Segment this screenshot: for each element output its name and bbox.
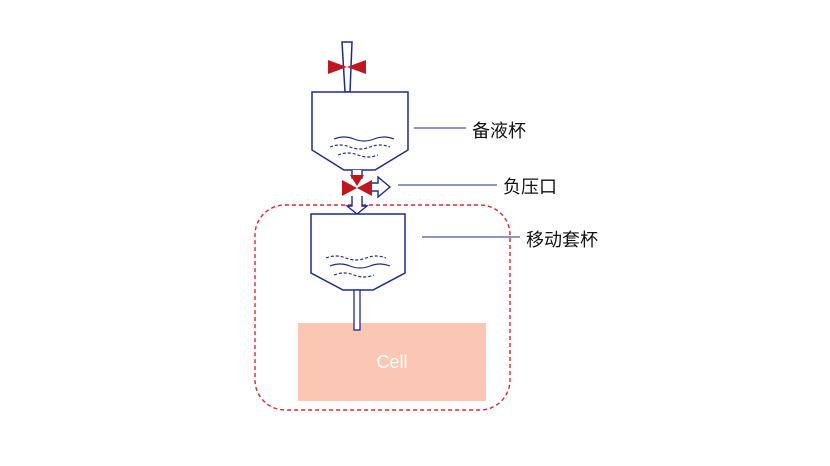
top-valve-icon — [328, 60, 366, 74]
reserve-liquid-waves — [329, 136, 395, 158]
negative-pressure-port-label: 负压口 — [503, 177, 557, 198]
outlet-nozzle — [353, 289, 361, 331]
cell-label: Cell — [376, 351, 408, 372]
reserve-cup-label: 备液杯 — [472, 121, 526, 142]
reserve-cup — [311, 91, 409, 171]
cell-block — [298, 323, 486, 401]
moving-sleeve-cup-label: 移动套杯 — [526, 230, 598, 251]
moving-cup-liquid-waves — [325, 255, 391, 278]
negative-pressure-port — [368, 175, 392, 199]
moving-sleeve-cup — [310, 213, 406, 291]
middle-valve-icon — [342, 175, 372, 196]
